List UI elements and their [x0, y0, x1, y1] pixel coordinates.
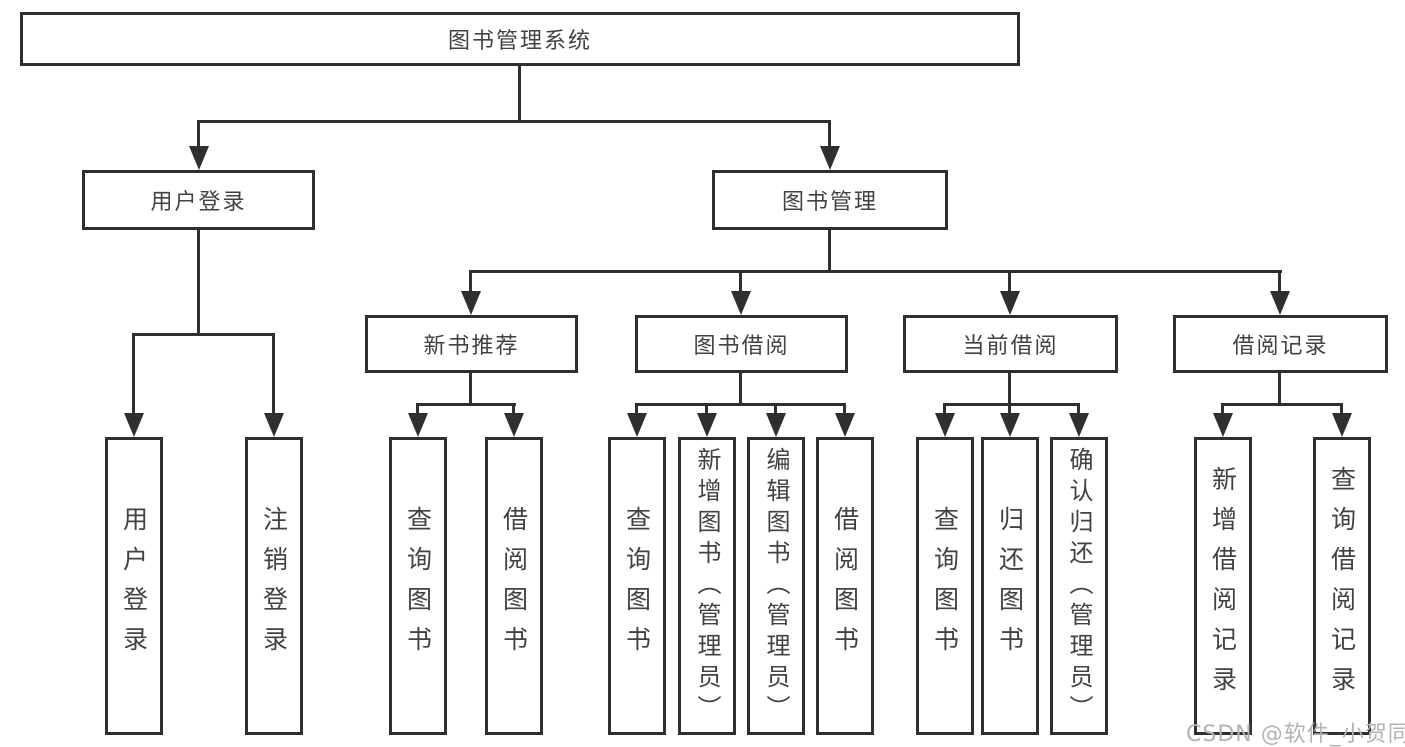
leaf-edit-book-admin: 编辑图书（管理员） — [747, 437, 805, 735]
leaf-label: 查询图书 — [930, 506, 960, 666]
node-label: 新书推荐 — [423, 334, 520, 359]
node-user-login: 用户登录 — [82, 170, 315, 230]
arrow-down-icon — [460, 270, 481, 315]
connector-hline — [1221, 403, 1343, 406]
connector-hline — [943, 403, 1080, 406]
connector-hline — [469, 270, 1282, 273]
node-new-book-recommend: 新书推荐 — [365, 315, 578, 373]
leaf-return-book: 归还图书 — [981, 437, 1039, 735]
leaf-label: 新增图书（管理员） — [693, 446, 721, 726]
leaf-query-books-current: 查询图书 — [916, 437, 974, 735]
arrow-down-icon — [999, 403, 1020, 437]
leaf-label: 新增借阅记录 — [1208, 466, 1238, 706]
arrow-down-icon — [1269, 270, 1290, 315]
leaf-query-books-recommend: 查询图书 — [389, 437, 447, 735]
arrow-down-icon — [765, 403, 786, 437]
arrow-down-icon — [696, 403, 717, 437]
node-borrow-records: 借阅记录 — [1173, 315, 1388, 373]
leaf-label: 用户登录 — [119, 506, 149, 666]
arrow-down-icon — [123, 333, 144, 437]
connector-hline — [416, 403, 516, 406]
arrow-down-icon — [999, 270, 1020, 315]
arrow-down-icon — [626, 403, 647, 437]
arrow-down-icon — [263, 333, 284, 437]
leaf-label: 注销登录 — [259, 506, 289, 666]
connector-vline — [518, 66, 521, 120]
leaf-label: 编辑图书（管理员） — [762, 446, 790, 726]
arrow-down-icon — [188, 120, 209, 170]
leaf-query-books-borrow: 查询图书 — [608, 437, 666, 735]
leaf-label: 归还图书 — [995, 506, 1025, 666]
arrow-down-icon — [834, 403, 855, 437]
node-label: 当前借阅 — [962, 334, 1059, 359]
leaf-add-book-admin: 新增图书（管理员） — [678, 437, 736, 735]
leaf-label: 查询图书 — [622, 506, 652, 666]
connector-vline — [469, 373, 472, 405]
node-label: 用户登录 — [150, 190, 247, 215]
leaf-add-borrow-record: 新增借阅记录 — [1194, 437, 1252, 735]
connector-vline — [1278, 373, 1281, 405]
connector-vline — [739, 373, 742, 405]
leaf-logout: 注销登录 — [245, 437, 303, 735]
connector-hline — [635, 403, 846, 406]
leaf-query-borrow-record: 查询借阅记录 — [1313, 437, 1371, 735]
connector-hline — [197, 120, 831, 123]
leaf-user-login: 用户登录 — [105, 437, 163, 735]
leaf-label: 借阅图书 — [499, 506, 529, 666]
node-current-borrow: 当前借阅 — [903, 315, 1118, 373]
arrow-down-icon — [730, 270, 751, 315]
connector-vline — [828, 230, 831, 272]
arrow-down-icon — [819, 120, 840, 170]
leaf-borrow-books: 借阅图书 — [816, 437, 874, 735]
leaf-label: 确认归还（管理员） — [1065, 446, 1093, 726]
arrow-down-icon — [1068, 403, 1089, 437]
csdn-watermark: CSDN @软件_小贺同学 — [1186, 722, 1405, 747]
node-book-borrow: 图书借阅 — [635, 315, 848, 373]
arrow-down-icon — [934, 403, 955, 437]
arrow-down-icon — [503, 403, 524, 437]
node-book-management: 图书管理 — [712, 170, 948, 230]
arrow-down-icon — [1331, 403, 1352, 437]
leaf-borrow-books-recommend: 借阅图书 — [485, 437, 543, 735]
leaf-confirm-return-admin: 确认归还（管理员） — [1050, 437, 1108, 735]
leaf-label: 查询借阅记录 — [1327, 466, 1357, 706]
connector-hline — [132, 333, 275, 336]
node-library-management-system: 图书管理系统 — [20, 12, 1020, 66]
node-label: 借阅记录 — [1232, 334, 1329, 359]
node-label: 图书管理 — [781, 190, 878, 215]
connector-vline — [1008, 373, 1011, 405]
connector-vline — [197, 230, 200, 333]
arrow-down-icon — [407, 403, 428, 437]
arrow-down-icon — [1212, 403, 1233, 437]
leaf-label: 查询图书 — [403, 506, 433, 666]
node-label: 图书借阅 — [693, 334, 790, 359]
leaf-label: 借阅图书 — [830, 506, 860, 666]
node-label: 图书管理系统 — [447, 29, 592, 54]
